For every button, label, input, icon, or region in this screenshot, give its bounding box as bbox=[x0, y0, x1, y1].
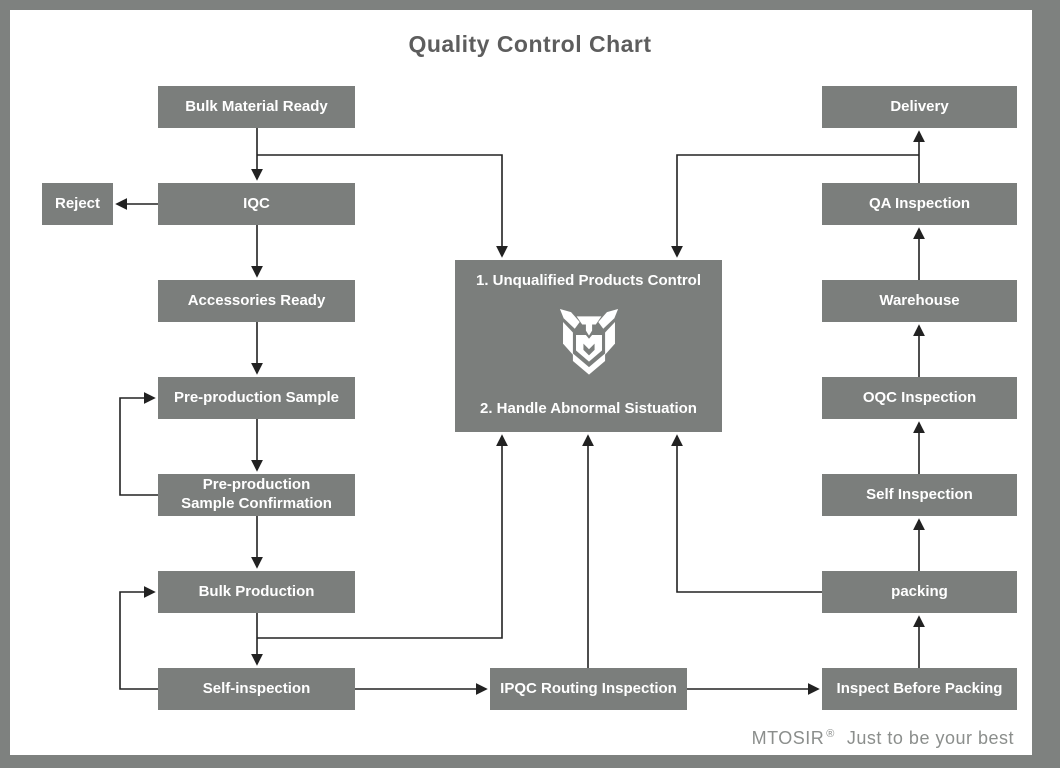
node-qa-inspection: QA Inspection bbox=[822, 183, 1017, 225]
node-reject: Reject bbox=[42, 183, 113, 225]
node-inspect-before-packing: Inspect Before Packing bbox=[822, 668, 1017, 710]
brand-name: MTOSIR bbox=[751, 728, 825, 748]
node-self-inspection-right: Self Inspection bbox=[822, 474, 1017, 516]
page-title: Quality Control Chart bbox=[408, 31, 652, 57]
node-warehouse: Warehouse bbox=[822, 280, 1017, 322]
node-pre-production-sample: Pre-production Sample bbox=[158, 377, 355, 419]
node-ipqc-routing-inspection: IPQC Routing Inspection bbox=[490, 668, 687, 710]
node-pre-production-sample-confirmation: Pre-production Sample Confirmation bbox=[158, 474, 355, 516]
node-bulk-production: Bulk Production bbox=[158, 571, 355, 613]
node-packing: packing bbox=[822, 571, 1017, 613]
control-center-line1: 1. Unqualified Products Control bbox=[475, 272, 701, 289]
node-iqc: IQC bbox=[158, 183, 355, 225]
mtosir-shield-logo-icon bbox=[559, 309, 618, 375]
node-accessories-ready: Accessories Ready bbox=[158, 280, 355, 322]
node-delivery: Delivery bbox=[822, 86, 1017, 128]
control-center-line2: 2. Handle Abnormal Sistuation bbox=[480, 400, 697, 418]
brand-footer: MTOSIR® Just to be your best bbox=[752, 728, 1014, 749]
node-control-center: 1. Unqualified Products Control 2. Handl… bbox=[455, 260, 722, 432]
node-bulk-material-ready: Bulk Material Ready bbox=[158, 86, 355, 128]
node-oqc-inspection: OQC Inspection bbox=[822, 377, 1017, 419]
registered-trademark-icon: ® bbox=[826, 728, 835, 740]
node-self-inspection-left: Self-inspection bbox=[158, 668, 355, 710]
brand-tagline: Just to be your best bbox=[846, 728, 1014, 748]
